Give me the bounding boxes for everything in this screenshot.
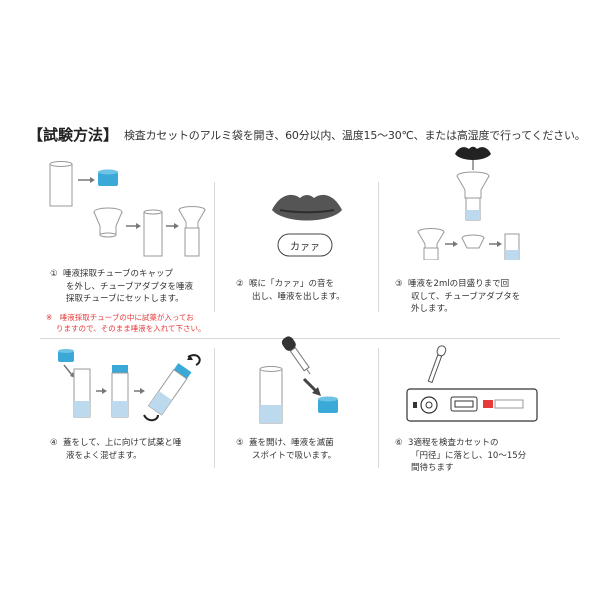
step-number: ⑤ bbox=[236, 438, 244, 448]
step-2: カァァ ② 喉に「カァァ」の音を 出し、唾液を出します。 bbox=[220, 160, 400, 330]
step-5: ⑤ 蓋を開け、唾液を滅菌 スポイトで吸います。 bbox=[220, 335, 400, 505]
mix-tube-illustration bbox=[58, 349, 201, 422]
section-description: 検査カセットのアルミ袋を開き、60分以内、温度15～30℃、または高湿度で行って… bbox=[124, 129, 586, 142]
step-number: ② bbox=[236, 279, 244, 289]
grid-divider bbox=[378, 182, 379, 312]
step-5-caption: ⑤ 蓋を開け、唾液を滅菌 スポイトで吸います。 bbox=[236, 438, 337, 461]
test-cassette-illustration bbox=[406, 345, 538, 422]
step-number: ④ bbox=[50, 438, 58, 448]
lips-illustration bbox=[272, 194, 342, 257]
step-2-caption: ② 喉に「カァァ」の音を 出し、唾液を出します。 bbox=[236, 279, 345, 302]
section-title: 【試験方法】 bbox=[28, 126, 119, 144]
step-6-caption: ⑥ 3適程を検査カセットの 「円径」に落とし、10～15分 間待ちます bbox=[395, 438, 527, 473]
step-1: ① 唾液採取チューブのキャップ を外し、チューブアダプタを唾液 採取チューブにセ… bbox=[40, 160, 220, 333]
step-number: ⑥ bbox=[395, 438, 403, 448]
dropper-illustration bbox=[259, 336, 338, 424]
saliva-collection-illustration bbox=[417, 146, 520, 260]
grid-divider bbox=[214, 182, 215, 312]
grid-divider bbox=[40, 338, 560, 339]
step-1-warning-note: ※ 唾液採取チューブの中に試薬が入ってお りますので、そのまま唾液を入れて下さい… bbox=[46, 313, 206, 333]
step-4: ④ 蓋をして、上に向けて試薬と唾 液をよく混ぜます。 bbox=[40, 345, 220, 515]
instructions-header: 【試験方法】 検査カセットのアルミ袋を開き、60分以内、温度15～30℃、または… bbox=[28, 124, 588, 148]
grid-divider bbox=[214, 348, 215, 468]
step-number: ① bbox=[50, 269, 58, 279]
step-3: ③ 唾液を2mlの目盛りまで回 収して、チューブアダプタを 外します。 bbox=[385, 140, 565, 314]
step-1-caption: ① 唾液採取チューブのキャップ を外し、チューブアダプタを唾液 採取チューブにセ… bbox=[50, 269, 193, 304]
step-4-caption: ④ 蓋をして、上に向けて試薬と唾 液をよく混ぜます。 bbox=[50, 438, 182, 461]
step-3-caption: ③ 唾液を2mlの目盛りまで回 収して、チューブアダプタを 外します。 bbox=[395, 279, 521, 314]
tube-adapter-illustration bbox=[49, 161, 206, 257]
speech-bubble-text: カァァ bbox=[290, 242, 320, 253]
step-number: ③ bbox=[395, 279, 403, 289]
step-6: ⑥ 3適程を検査カセットの 「円径」に落とし、10～15分 間待ちます bbox=[385, 345, 565, 515]
grid-divider bbox=[378, 348, 379, 468]
